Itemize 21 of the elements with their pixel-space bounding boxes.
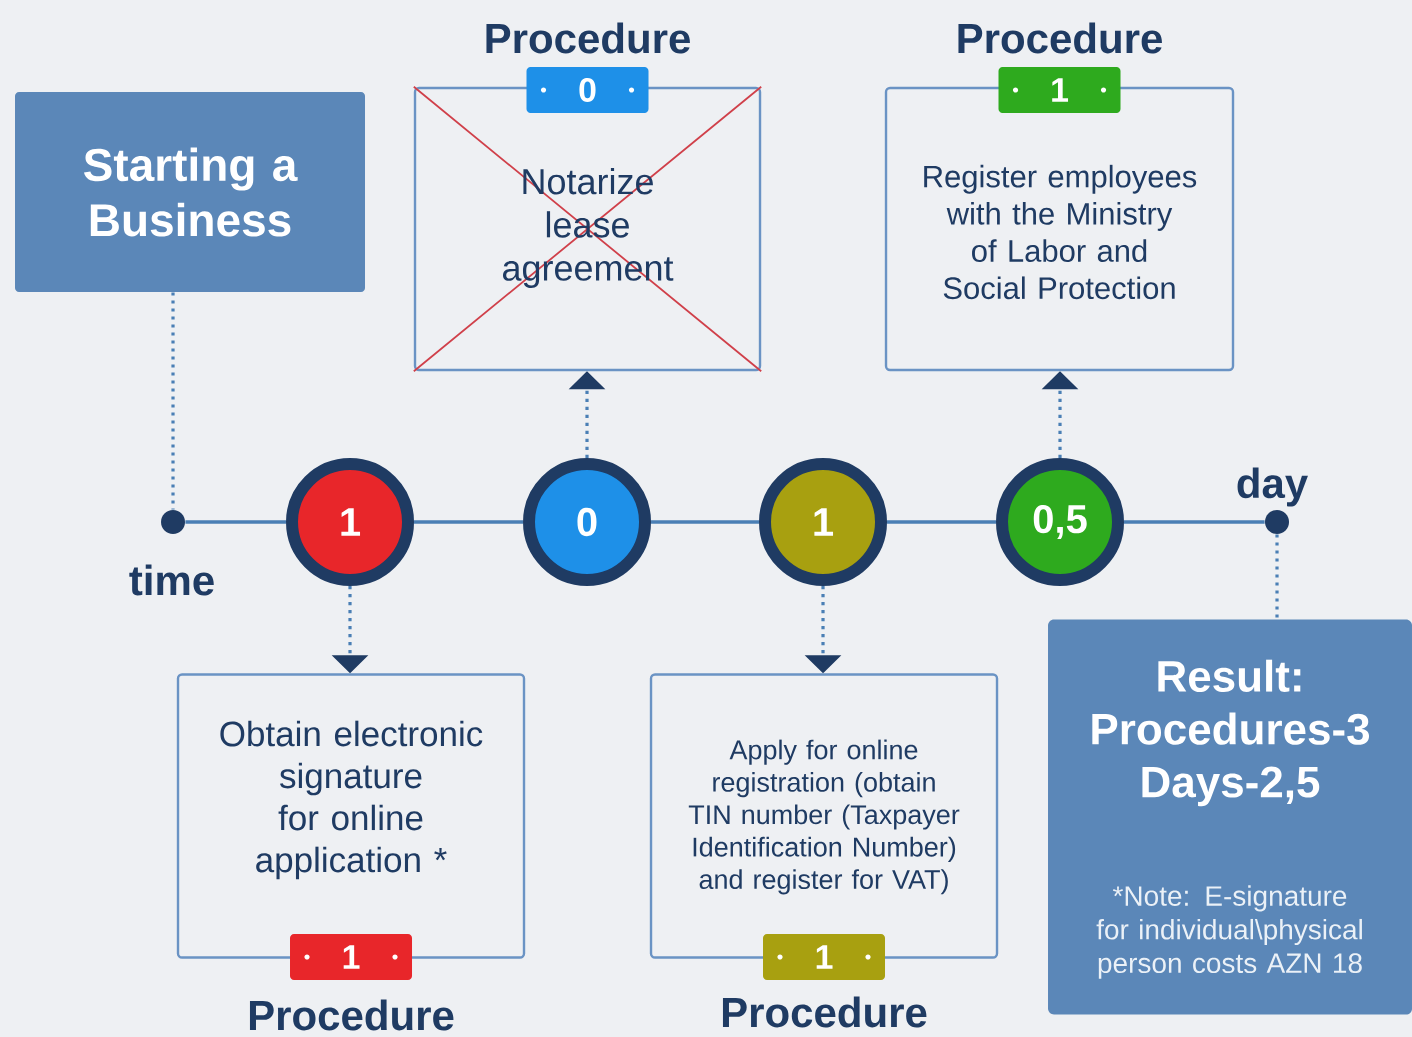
timeline-dot: [1265, 510, 1289, 534]
procedure-heading: Procedure: [249, 999, 454, 1031]
number-badge: 1: [763, 934, 885, 980]
result-box: Result: Procedures-3 Days-2,5 *Note: E-signature for individual\physical person costs AZN 18: [1048, 619, 1412, 1015]
procedure-heading: Procedure: [958, 22, 1162, 54]
connector: [1124, 520, 1265, 524]
connector: [185, 520, 286, 524]
procedure-heading: Procedure: [722, 996, 927, 1028]
connector: [171, 292, 175, 510]
axis-label: day: [1237, 467, 1308, 507]
timeline-dot: [161, 510, 185, 534]
procedure-heading: Procedure: [486, 22, 690, 54]
connector: [651, 520, 759, 524]
number-badge: 1: [998, 67, 1121, 113]
axis-label: time: [129, 564, 214, 596]
connector: [414, 520, 523, 524]
number-badge: 1: [290, 934, 412, 980]
number-badge: 0: [526, 67, 649, 113]
connector: [887, 520, 996, 524]
start-box: Starting a Business: [15, 92, 365, 292]
connector: [1275, 534, 1279, 620]
